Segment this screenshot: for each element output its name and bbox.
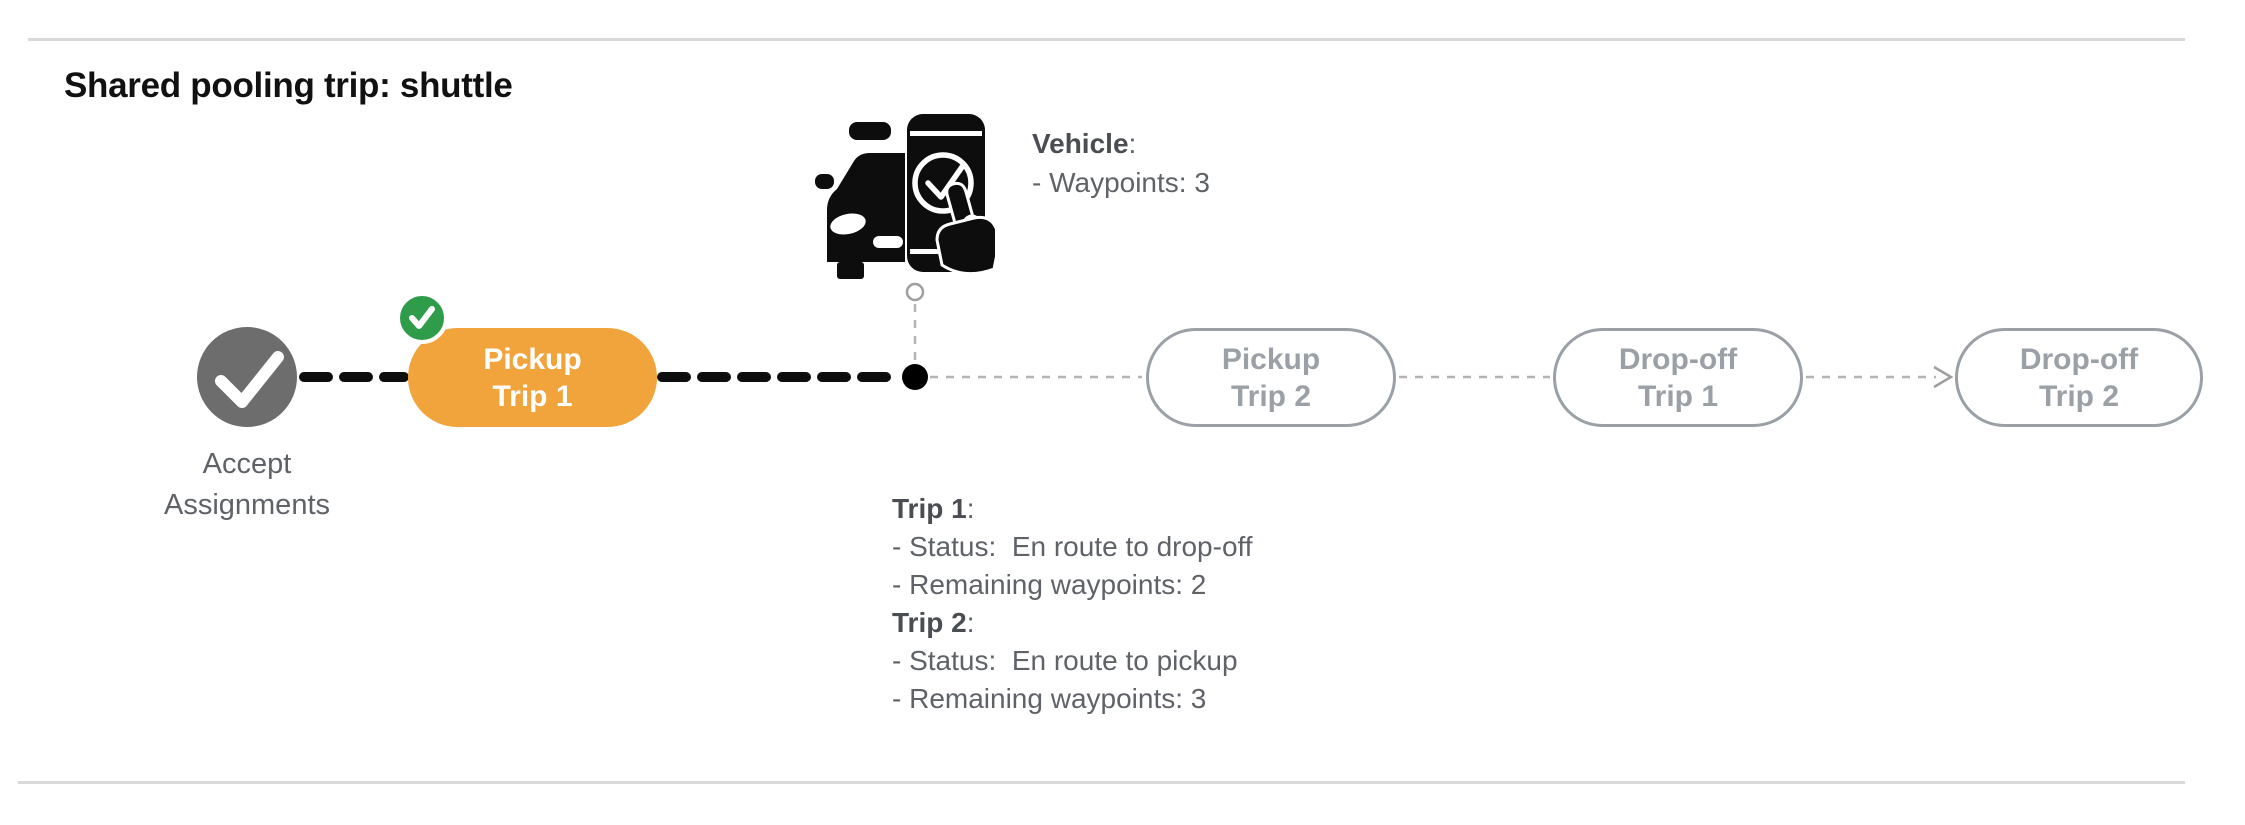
trip2-waypoints: - Remaining waypoints: 3 [892, 683, 1207, 714]
arrowhead-icon [1933, 365, 1954, 389]
vehicle-pointer-circle [905, 282, 925, 302]
vehicle-info-panel: Vehicle: - Waypoints: 3 [1032, 124, 1210, 202]
current-position-dot [902, 364, 928, 390]
page-title: Shared pooling trip: shuttle [64, 66, 513, 105]
robotaxi-phone-check-icon [815, 114, 995, 279]
hand-icon [935, 181, 995, 276]
trip1-header: Trip 1: [892, 493, 975, 524]
accept-assignments-label: Accept Assignments [163, 448, 330, 521]
green-check-badge [396, 292, 448, 344]
top-divider [28, 38, 2185, 41]
check-circle-icon [912, 152, 974, 214]
car-icon [815, 122, 905, 279]
pill-pickup-trip-1: Pickup Trip 1 [408, 328, 657, 427]
trip2-header: Trip 2: [892, 607, 975, 638]
vehicle-waypoints-line: - Waypoints: 3 [1032, 167, 1210, 198]
vehicle-info-header: Vehicle: [1032, 128, 1137, 159]
check-icon [409, 306, 435, 329]
bottom-divider [18, 781, 2185, 784]
trip1-waypoints: - Remaining waypoints: 2 [892, 569, 1207, 600]
pill-dropoff-trip-2: Drop-off Trip 2 [1955, 328, 2203, 427]
check-icon [215, 351, 284, 408]
pill-pickup-trip-2: Pickup Trip 2 [1146, 328, 1396, 427]
pill-dropoff-trip-1: Drop-off Trip 1 [1553, 328, 1803, 427]
trip-details-panel: Trip 1: - Status: En route to drop-off -… [892, 490, 1253, 718]
accept-assignments-node [197, 327, 297, 427]
trip2-status: - Status: En route to pickup [892, 645, 1238, 676]
trip1-status: - Status: En route to drop-off [892, 531, 1253, 562]
